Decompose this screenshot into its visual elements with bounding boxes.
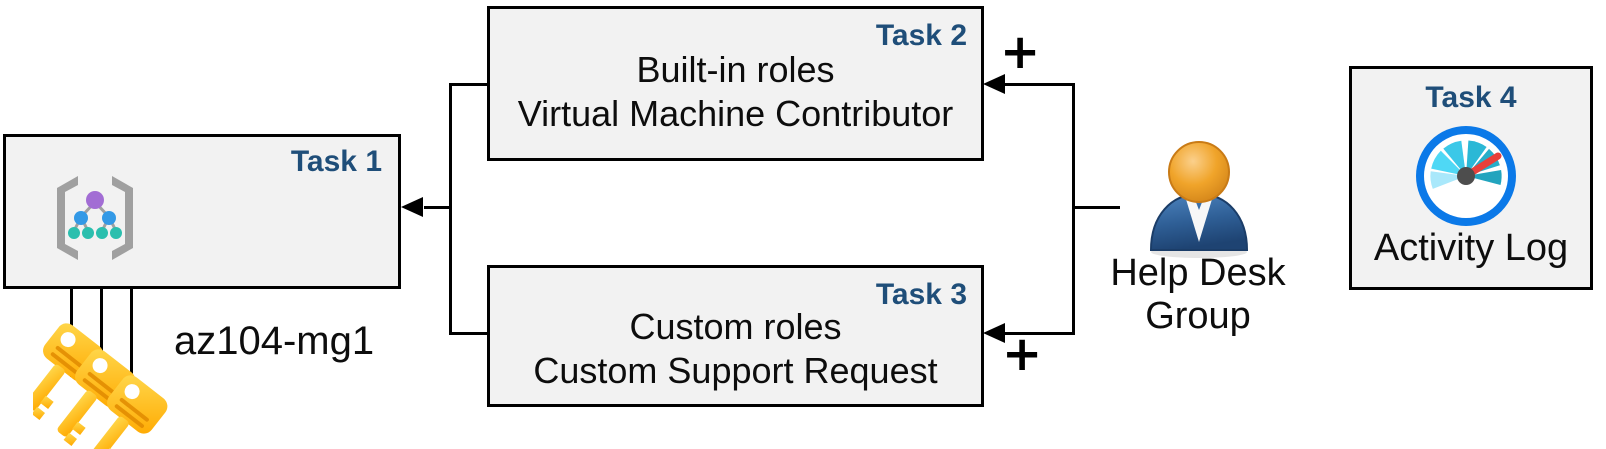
arrowhead-into-task2 (983, 74, 1005, 94)
connector-left-bottom-branch (449, 332, 490, 335)
connector-helpdesk-stub (1072, 206, 1120, 209)
connector-right-vertical (1072, 83, 1075, 335)
plus-sign-bottom: + (1002, 326, 1043, 382)
arrowhead-into-task3 (983, 323, 1005, 343)
user-group-icon (1133, 138, 1265, 262)
task-1-title: az104-mg1 (174, 319, 375, 363)
connector-left-vertical (449, 83, 452, 335)
connector-right-top-branch (1005, 83, 1075, 86)
task-3-label: Task 3 (875, 278, 967, 311)
task-2-label: Task 2 (875, 19, 967, 52)
connector-right-bottom-branch (1005, 332, 1075, 335)
key-arrow-line-3 (130, 217, 133, 407)
plus-sign-top: + (1000, 24, 1041, 80)
task-3-line-1: Custom roles (629, 306, 842, 347)
keys-icon (25, 305, 183, 449)
key-arrow-line-2 (100, 217, 103, 392)
task-2-box[interactable]: Task 2 Built-in roles Virtual Machine Co… (487, 6, 984, 161)
helpdesk-name-line-2: Group (1145, 294, 1251, 337)
task-2-line-2: Virtual Machine Contributor (517, 93, 954, 134)
task-2-line-1: Built-in roles (636, 49, 835, 90)
arrowhead-into-task1 (401, 197, 423, 217)
helpdesk-caption: Help Desk Group (1078, 252, 1318, 337)
task-4-label: Task 4 (1425, 81, 1517, 114)
task-3-line-2: Custom Support Request (533, 350, 938, 391)
connector-left-top-branch (449, 83, 490, 86)
task-4-title: Activity Log (1373, 227, 1569, 269)
management-group-icon (45, 168, 145, 268)
connector-left-to-task1 (424, 206, 452, 209)
key-arrow-line-1 (70, 217, 73, 377)
task-1-label: Task 1 (290, 145, 382, 178)
helpdesk-name-line-1: Help Desk (1110, 252, 1286, 294)
task-3-box[interactable]: Task 3 Custom roles Custom Support Reque… (487, 265, 984, 407)
task-1-box[interactable]: Task 1 az104-mg1 (3, 134, 401, 363)
activity-log-gauge-icon (1412, 122, 1520, 230)
